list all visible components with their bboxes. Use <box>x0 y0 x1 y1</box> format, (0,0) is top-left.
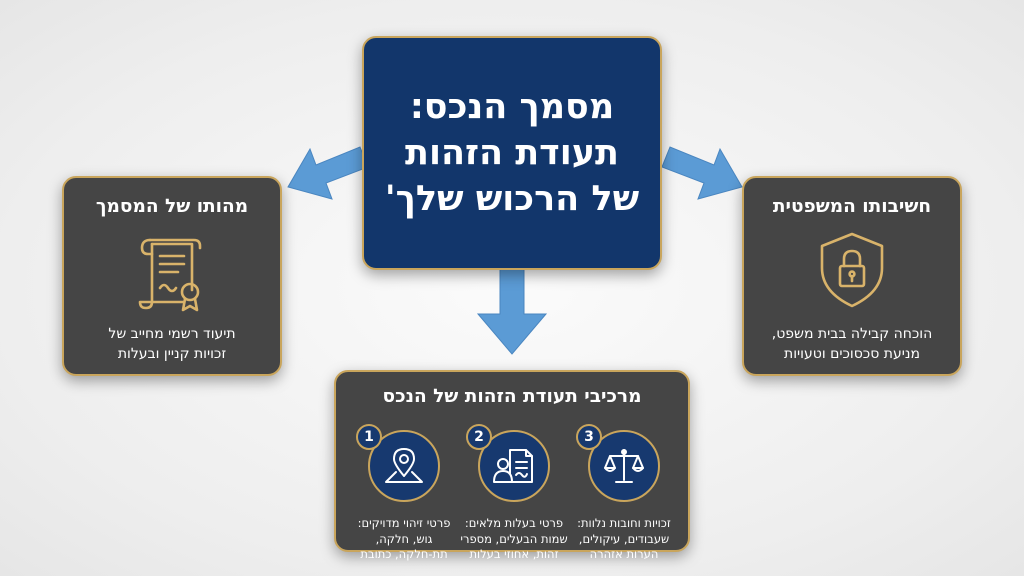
component-number-badge: 1 <box>356 424 382 450</box>
arrow-to-right-card <box>661 146 743 200</box>
left-card-text-line1: תיעוד רשמי מחייב של <box>108 326 236 342</box>
certificate-scroll-icon <box>138 238 202 312</box>
center-card: מסמך הנכס: תעודת הזהות של הרכוש שלך' <box>362 36 662 270</box>
component-ownership-line3: זהות, אחוזי בעלות <box>469 547 559 561</box>
component-identification-line3: תת-חלקה, כתובת <box>360 547 448 561</box>
shield-lock-icon <box>820 232 884 308</box>
right-card-title: חשיבותו המשפטית <box>772 196 932 217</box>
owner-document-icon <box>493 449 533 483</box>
map-pin-icon <box>385 448 423 483</box>
component-legal-rights-line1: זכויות וחובות נלוות: <box>577 516 671 530</box>
right-card-text-line2: מניעת סכסוכים וטעויות <box>784 346 920 362</box>
component-legal-rights-line3: הערות אזהרה <box>589 547 659 561</box>
left-card-text-line2: זכויות קניין ובעלות <box>117 346 227 362</box>
right-card-text-line1: הוכחה קבילה בבית משפט, <box>771 326 933 342</box>
component-number-badge: 2 <box>466 424 492 450</box>
component-legal-rights-line2: שעבודים, עיקולים, <box>578 531 670 546</box>
bottom-card: מרכיבי תעודת הזהות של הנכס 3 זכויות וחוב… <box>334 370 690 561</box>
component-number-badge: 3 <box>576 424 602 450</box>
left-card-title: מהותו של המסמך <box>95 196 249 217</box>
center-title-line3: של הרכוש שלך' <box>384 179 640 219</box>
component-ownership-line2: שמות הבעלים, מספרי <box>460 531 568 546</box>
arrow-to-bottom-card <box>476 268 548 355</box>
arrow-to-left-card <box>287 146 369 200</box>
component-identification-line2: גוש, חלקה, <box>375 531 433 546</box>
component-ownership-line1: פרטי בעלות מלאים: <box>464 516 564 530</box>
center-title-line1: מסמך הנכס: <box>409 87 615 127</box>
right-card: חשיבותו המשפטית הוכחה קבילה בבית משפט, מ… <box>742 176 962 376</box>
center-title-line2: תעודת הזהות <box>405 133 619 173</box>
component-identification-line1: פרטי זיהוי מדויקים: <box>357 516 451 530</box>
bottom-card-title: מרכיבי תעודת הזהות של הנכס <box>382 386 642 407</box>
left-card: מהותו של המסמך תיעוד רשמי מחייב של זכויו… <box>62 176 282 376</box>
scales-icon <box>604 449 644 483</box>
